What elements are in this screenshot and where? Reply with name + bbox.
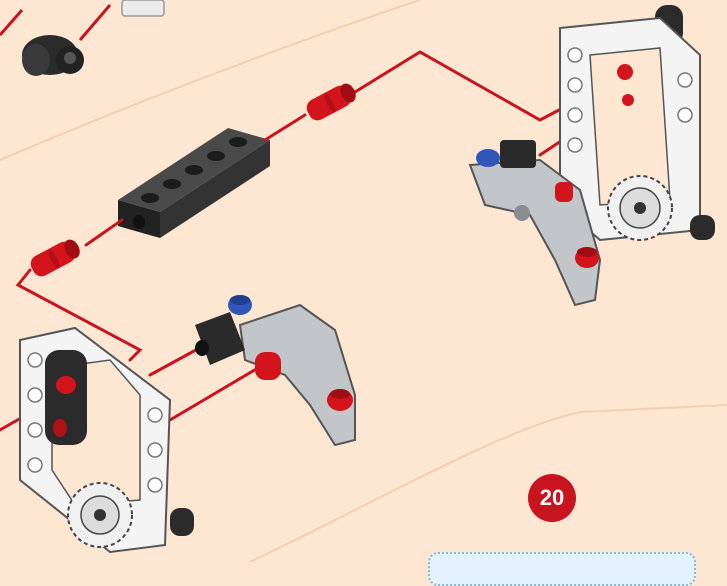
white-frame-left: [20, 328, 194, 552]
step-number-badge: 20: [528, 474, 576, 522]
note-box: [428, 552, 696, 586]
black-beam: [118, 128, 270, 238]
background-arc-upper: [0, 0, 420, 160]
assembly-illustration: [0, 0, 727, 562]
gray-bracket-lower: [195, 295, 355, 445]
red-connector-left: [28, 237, 83, 280]
red-connector-upper: [304, 81, 359, 124]
background-arc-lower: [250, 405, 727, 562]
partial-part-top-left: [0, 0, 164, 76]
